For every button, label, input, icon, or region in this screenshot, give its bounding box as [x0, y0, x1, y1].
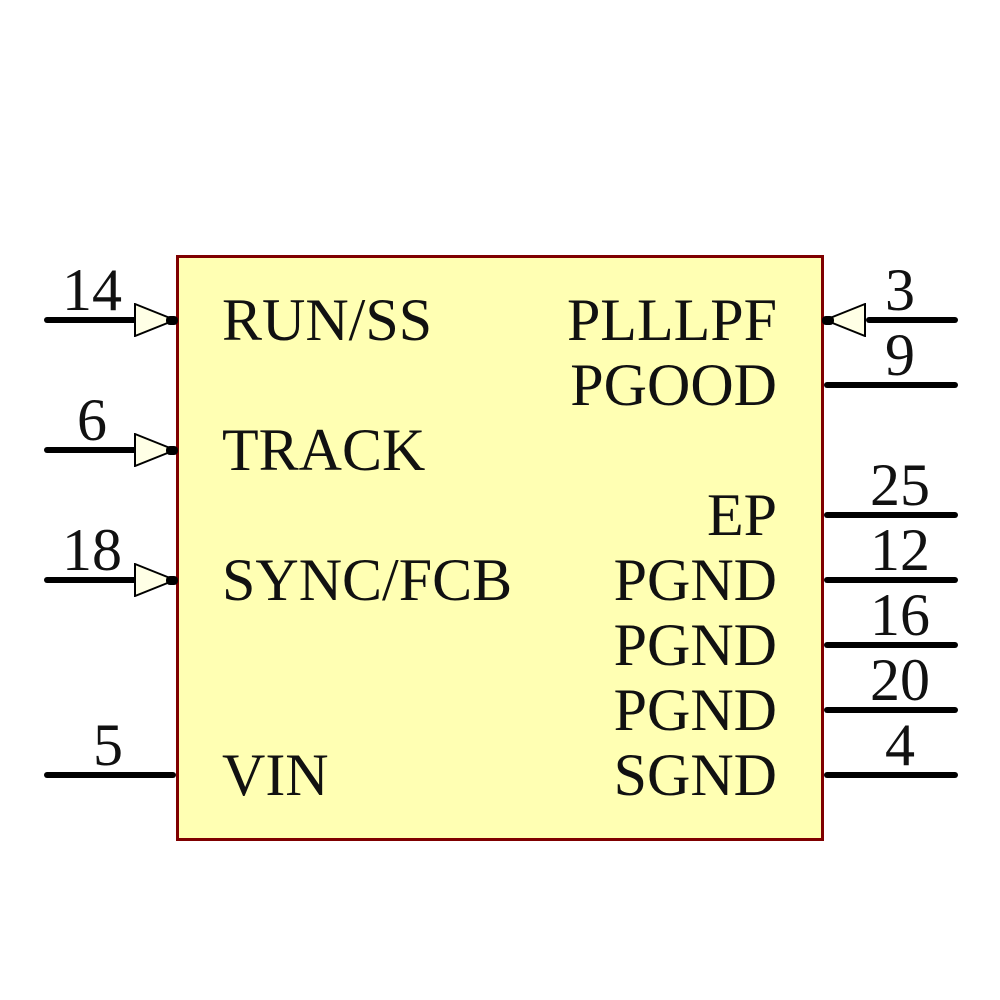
pin-label: EP [706, 482, 777, 548]
pin-label: TRACK [222, 417, 426, 483]
pin-number: 3 [885, 257, 915, 323]
pin-endpoint-dot [166, 575, 178, 585]
pin-line[interactable] [866, 317, 958, 323]
pin-number: 5 [93, 712, 123, 778]
pin-line[interactable] [824, 772, 958, 778]
pin-label: SYNC/FCB [222, 547, 513, 613]
pin-label: SGND [613, 742, 777, 808]
pin-endpoint-dot [166, 445, 178, 455]
pin-number: 16 [870, 582, 930, 648]
input-arrow-icon [822, 302, 866, 338]
pin-label: VIN [222, 742, 329, 808]
pin-label: PGND [613, 547, 777, 613]
pin-line[interactable] [824, 642, 958, 648]
pin-number: 14 [62, 257, 122, 323]
pin-label: RUN/SS [222, 287, 433, 353]
input-arrow-icon [134, 432, 178, 468]
pin-number: 25 [870, 452, 930, 518]
pin-number: 6 [77, 387, 107, 453]
pin-number: 20 [870, 647, 930, 713]
pin-number: 9 [885, 322, 915, 388]
pin-line[interactable] [824, 512, 958, 518]
pin-label: PGND [613, 612, 777, 678]
pin-endpoint-dot [166, 315, 178, 325]
pin-line[interactable] [44, 577, 140, 583]
pin-number: 4 [885, 712, 915, 778]
pin-number: 12 [870, 517, 930, 583]
pin-endpoint-dot [822, 315, 834, 325]
pin-line[interactable] [824, 707, 958, 713]
pin-line[interactable] [44, 772, 176, 778]
pin-line[interactable] [824, 382, 958, 388]
pin-label: PGND [613, 677, 777, 743]
ic-body[interactable] [176, 255, 824, 841]
input-arrow-icon [134, 562, 178, 598]
pin-line[interactable] [44, 317, 140, 323]
pin-line[interactable] [824, 577, 958, 583]
pin-number: 18 [62, 517, 122, 583]
pin-label: PGOOD [570, 352, 777, 418]
pin-line[interactable] [44, 447, 140, 453]
input-arrow-icon [134, 302, 178, 338]
pin-label: PLLLPF [566, 287, 777, 353]
